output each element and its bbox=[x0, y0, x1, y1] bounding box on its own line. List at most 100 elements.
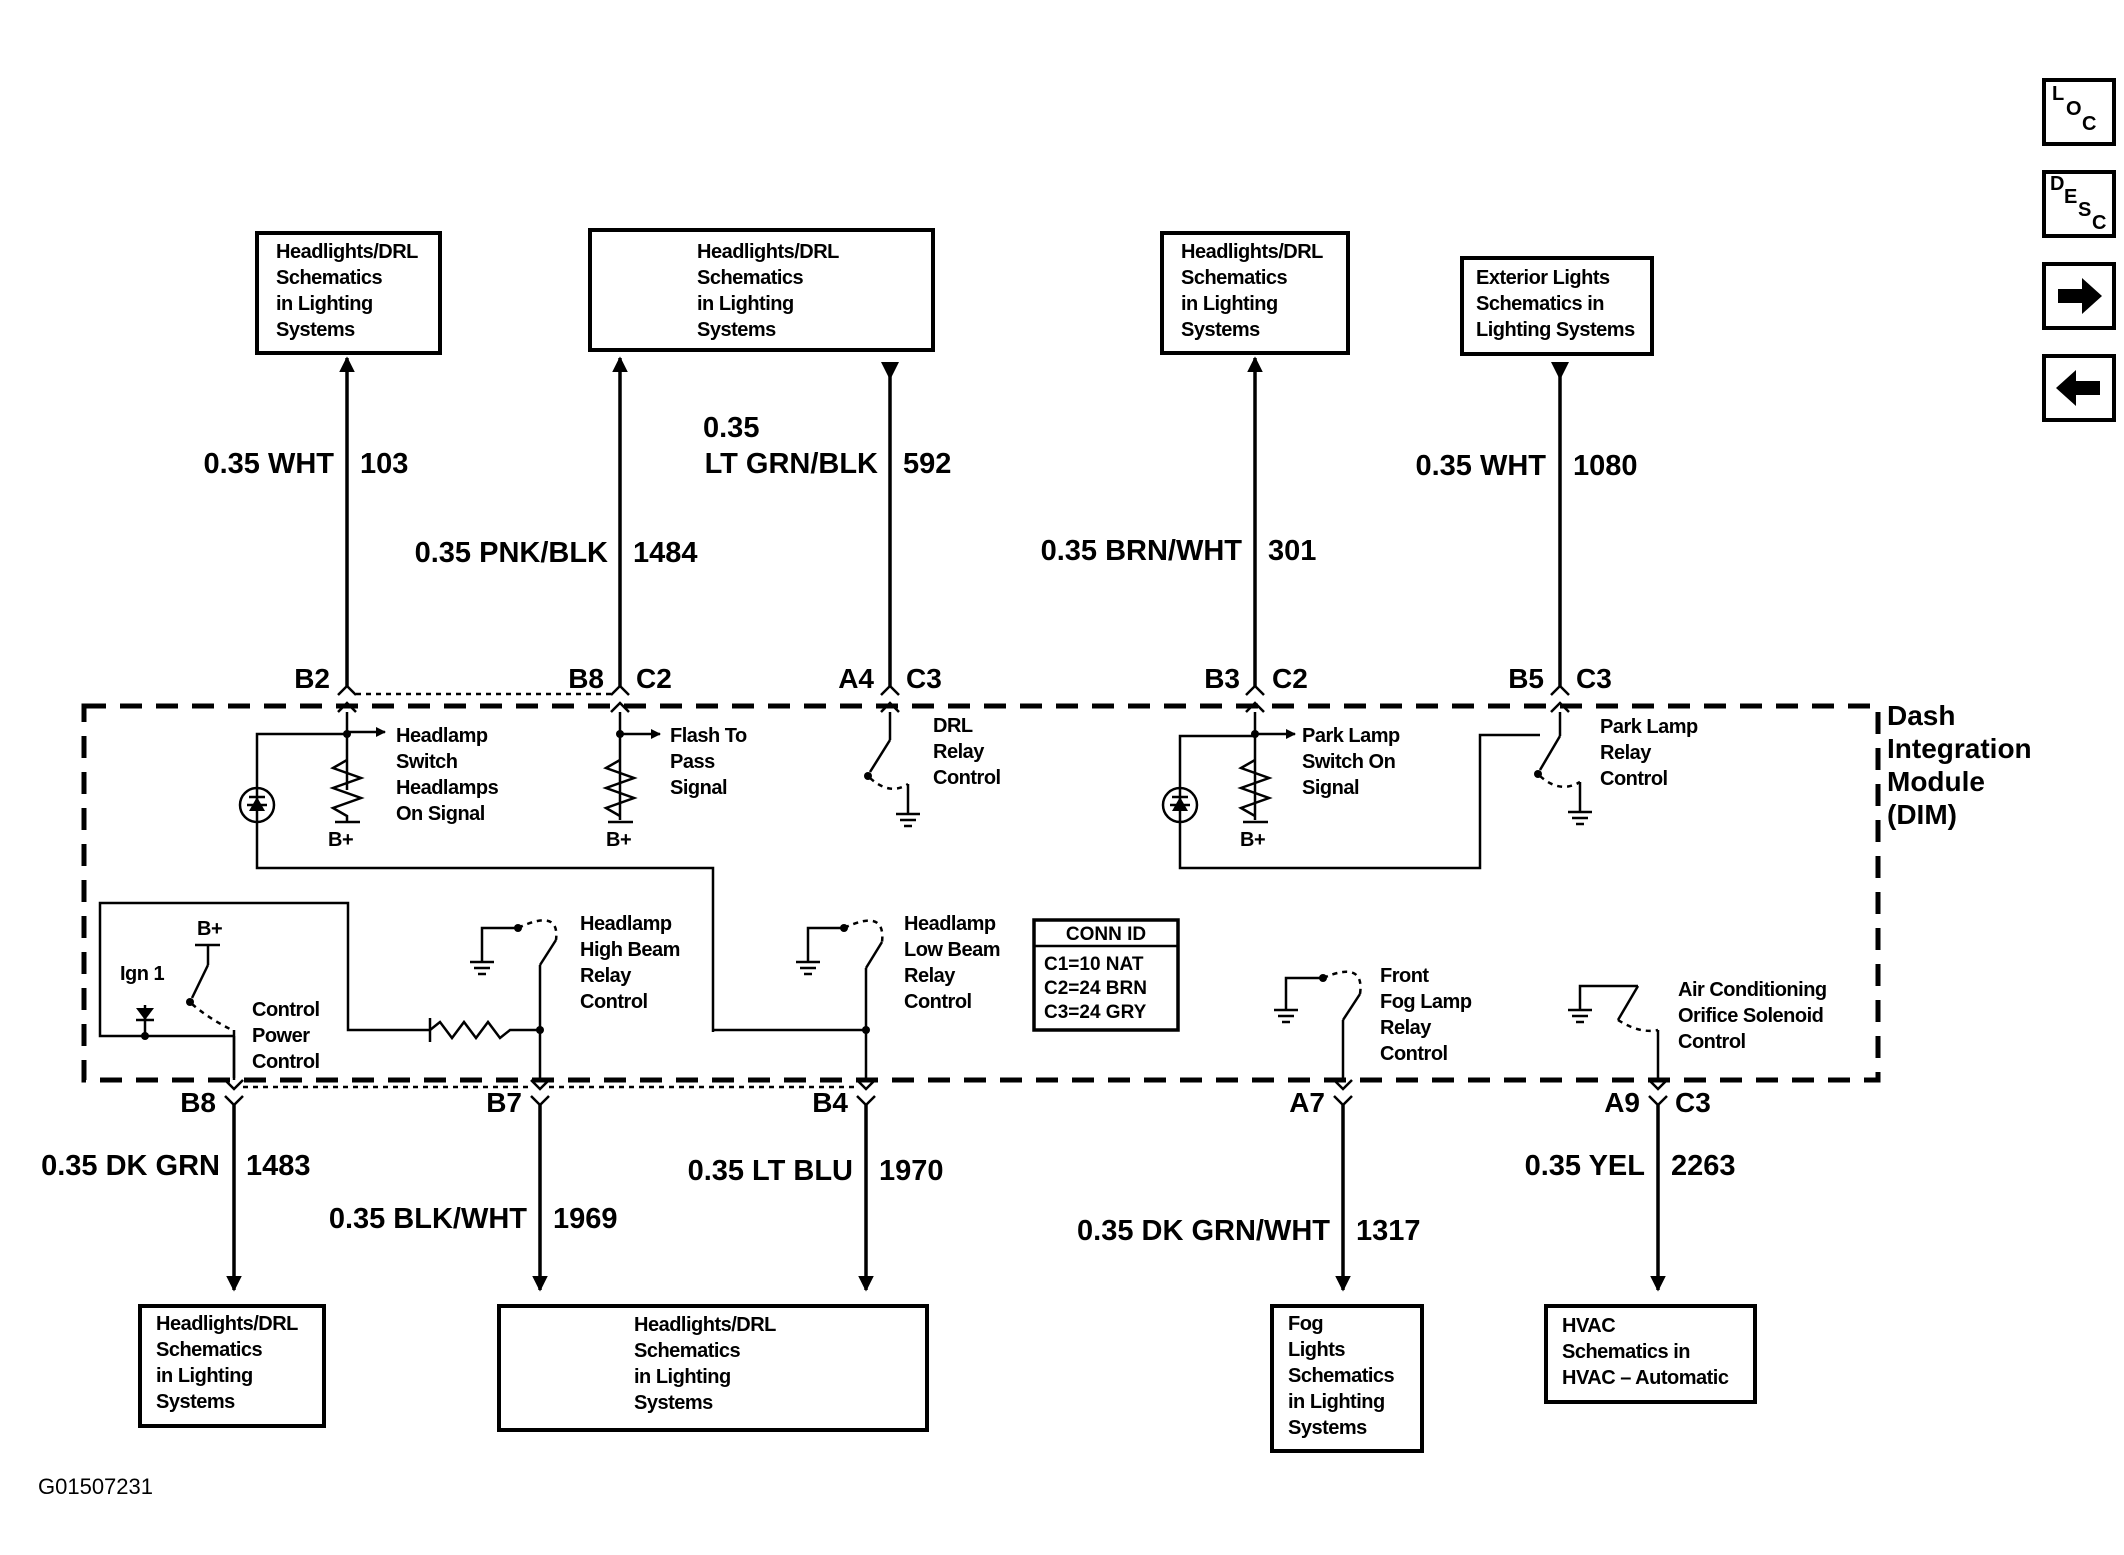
connector-c3-bottom: C3 bbox=[1675, 1087, 1711, 1118]
pin-b7: B7 bbox=[486, 1087, 522, 1118]
park-lamp-switch-circuit: B+ bbox=[1161, 712, 1540, 870]
connector-c2-top-2: C2 bbox=[1272, 663, 1308, 694]
pin-b5: B5 bbox=[1508, 663, 1544, 694]
connector-c2-top: C2 bbox=[636, 663, 672, 694]
ign-1-label: Ign 1 bbox=[120, 963, 165, 985]
top-box-3-line-3: in Lighting bbox=[1181, 293, 1278, 315]
top-box-2-line-4: Systems bbox=[697, 319, 776, 341]
wire-2263-circuit: 2263 bbox=[1671, 1150, 1736, 1182]
loc-button[interactable]: L O C bbox=[2042, 78, 2116, 146]
dim-module-boundary bbox=[81, 703, 1881, 1083]
forward-arrow-button[interactable] bbox=[2042, 262, 2116, 330]
wire-1080-circuit: 1080 bbox=[1573, 450, 1638, 482]
ac-solenoid-circuit bbox=[1568, 984, 1660, 1078]
connector-c3-top-2: C3 bbox=[1576, 663, 1612, 694]
park-lamp-relay-circuit bbox=[1534, 712, 1592, 826]
wire-1969-color: 0.35 BLK/WHT bbox=[329, 1203, 527, 1235]
low-beam-relay-circuit bbox=[713, 919, 884, 1078]
top-box-1-line-2: Schematics bbox=[276, 267, 383, 289]
drl-relay-circuit bbox=[864, 712, 920, 828]
wire-301-circuit: 301 bbox=[1268, 535, 1316, 567]
high-beam-relay-circuit bbox=[470, 919, 558, 1078]
bottom-connector-chevrons bbox=[224, 1079, 1668, 1107]
top-box-3-line-1: Headlights/DRL bbox=[1181, 241, 1323, 263]
wire-592-gauge: 0.35 bbox=[703, 412, 759, 444]
wire-1317-color: 0.35 DK GRN/WHT bbox=[1077, 1215, 1330, 1247]
top-box-4-line-3: Lighting Systems bbox=[1476, 319, 1635, 341]
pin-b2: B2 bbox=[294, 663, 330, 694]
pin-b3: B3 bbox=[1204, 663, 1240, 694]
wire-1484-circuit: 1484 bbox=[633, 537, 698, 569]
top-box-2-line-3: in Lighting bbox=[697, 293, 794, 315]
conn-id-c1: C1=10 NAT bbox=[1044, 954, 1144, 975]
control-power-circuit: Ign 1 B+ bbox=[98, 901, 540, 1080]
pin-b8-top: B8 bbox=[568, 663, 604, 694]
wire-1317-circuit: 1317 bbox=[1356, 1215, 1421, 1247]
conn-id-box: CONN ID C1=10 NAT C2=24 BRN C3=24 GRY bbox=[1032, 918, 1180, 1032]
desc-button[interactable]: D E S C bbox=[2042, 170, 2116, 238]
wire-592-color: LT GRN/BLK bbox=[705, 448, 878, 480]
bplus-2: B+ bbox=[606, 829, 631, 851]
wire-301-color: 0.35 BRN/WHT bbox=[1041, 535, 1243, 567]
back-arrow-button[interactable] bbox=[2042, 354, 2116, 422]
top-box-3-line-4: Systems bbox=[1181, 319, 1260, 341]
top-connector-chevrons bbox=[337, 684, 1570, 713]
svg-text:O: O bbox=[2066, 98, 2082, 120]
svg-text:C: C bbox=[2092, 212, 2106, 234]
bplus-3: B+ bbox=[1240, 829, 1265, 851]
wire-1483-color: 0.35 DK GRN bbox=[41, 1150, 220, 1182]
top-box-2-line-2: Schematics bbox=[697, 267, 804, 289]
svg-text:C: C bbox=[2082, 113, 2096, 135]
wire-1080-color: 0.35 WHT bbox=[1415, 450, 1546, 482]
pin-a7: A7 bbox=[1289, 1087, 1325, 1118]
wire-1970-color: 0.35 LT BLU bbox=[688, 1155, 853, 1187]
conn-id-title: CONN ID bbox=[1066, 924, 1146, 945]
headlamp-switch-circuit: B+ bbox=[238, 712, 715, 1032]
pin-b4: B4 bbox=[812, 1087, 848, 1118]
left-arrow-icon bbox=[2056, 370, 2100, 406]
top-box-3-line-2: Schematics bbox=[1181, 267, 1288, 289]
wire-2263-color: 0.35 YEL bbox=[1525, 1150, 1645, 1182]
top-box-4-line-2: Schematics in bbox=[1476, 293, 1604, 315]
top-box-2-line-1: Headlights/DRL bbox=[697, 241, 839, 263]
wire-592-circuit: 592 bbox=[903, 448, 951, 480]
flash-to-pass-circuit: B+ bbox=[602, 712, 661, 851]
svg-text:D: D bbox=[2050, 173, 2064, 195]
svg-text:S: S bbox=[2078, 199, 2091, 221]
wire-592-arrow-icon bbox=[881, 362, 899, 380]
top-box-4-line-1: Exterior Lights bbox=[1476, 267, 1610, 289]
pin-a4: A4 bbox=[838, 663, 874, 694]
wire-1080-arrow-icon bbox=[1551, 362, 1569, 380]
fog-relay-circuit bbox=[1274, 970, 1362, 1078]
top-box-1-line-4: Systems bbox=[276, 319, 355, 341]
top-box-1-line-1: Headlights/DRL bbox=[276, 241, 418, 263]
wire-103-color: 0.35 WHT bbox=[203, 448, 334, 480]
